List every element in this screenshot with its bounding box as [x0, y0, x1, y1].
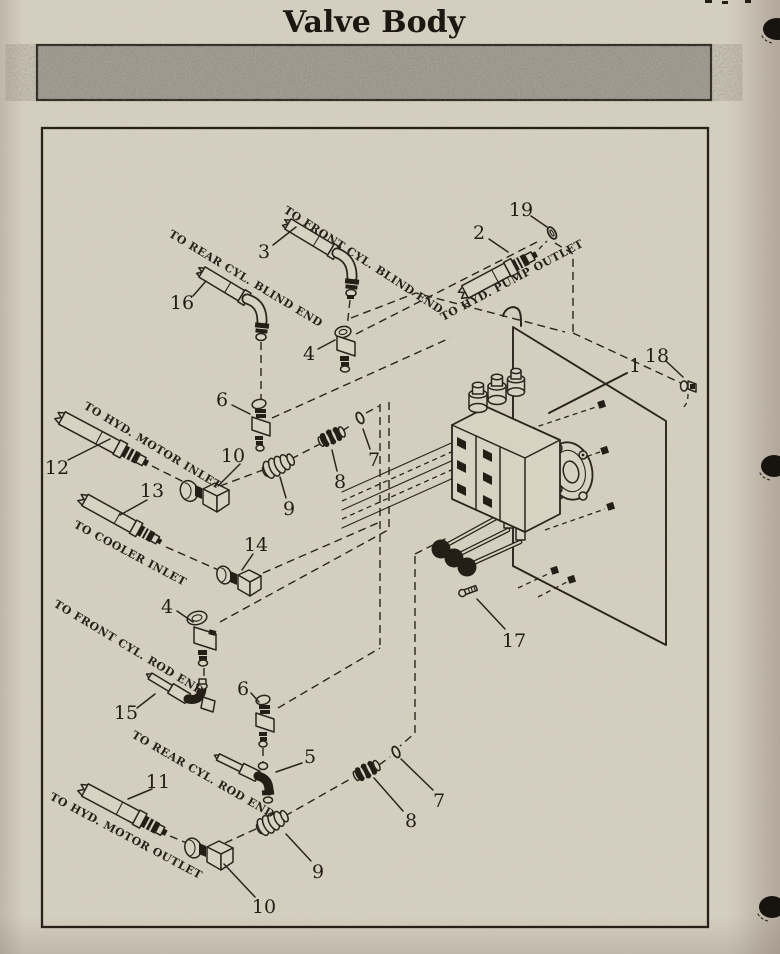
callout-6-low: 6 — [237, 678, 249, 700]
hose-hyd-pump-outlet — [457, 251, 538, 300]
page-edge-mark — [705, 0, 712, 3]
page-edge-mark — [745, 0, 751, 3]
callout-10-low: 10 — [252, 896, 276, 918]
bolt-17 — [458, 584, 479, 598]
callout-6-mid: 6 — [216, 389, 228, 411]
hose-front-cyl-rod — [145, 672, 216, 713]
callout-9-mid: 9 — [283, 498, 295, 520]
callout-11: 11 — [146, 771, 170, 793]
callout-3: 3 — [258, 241, 270, 263]
hose-rear-cyl-rod — [213, 753, 275, 804]
hose-hyd-motor-outlet — [77, 783, 168, 837]
diagram-frame — [40, 126, 710, 929]
page-edge-mark — [722, 1, 728, 4]
elbow-fitting-6-low — [255, 694, 275, 748]
hose-rear-cyl-blind — [195, 266, 270, 342]
callout-7-mid: 7 — [368, 449, 380, 471]
binder-hole — [757, 896, 780, 922]
o-ring-7-low — [391, 745, 401, 759]
callout-17: 17 — [502, 630, 526, 652]
redacted-heading-band — [35, 43, 713, 102]
page-curl-shadow — [738, 0, 780, 954]
page-title: Valve Body — [282, 5, 467, 40]
callout-1: 1 — [629, 355, 641, 377]
callout-8-mid: 8 — [334, 471, 346, 493]
header: Valve Body — [35, 0, 751, 102]
callout-15: 15 — [114, 702, 138, 724]
callout-9-low: 9 — [312, 861, 324, 883]
fitting-18 — [679, 380, 697, 393]
callout-13: 13 — [140, 480, 164, 502]
o-ring-19 — [546, 226, 558, 240]
elbow-fitting-10-mid — [179, 479, 230, 513]
valve-caps — [468, 367, 526, 414]
hose-cooler-inlet — [77, 493, 163, 545]
alignment-lines — [151, 239, 689, 847]
panel-bolt — [550, 399, 616, 584]
callout-2: 2 — [473, 222, 485, 244]
elbow-fitting-4-top — [334, 325, 356, 373]
callout-4-left: 4 — [161, 596, 173, 618]
callout-4-top: 4 — [303, 343, 315, 365]
binder-hole — [761, 18, 780, 44]
callout-19: 19 — [509, 199, 533, 221]
coupling-8-low — [352, 759, 381, 782]
hose-front-cyl-blind — [281, 218, 360, 299]
valve-body — [431, 367, 594, 598]
o-ring-7-mid — [355, 411, 365, 425]
callout-16: 16 — [170, 292, 194, 314]
binder-hole — [759, 455, 780, 481]
elbow-fitting-14 — [216, 565, 262, 597]
callout-18: 18 — [645, 345, 669, 367]
lever-ball — [457, 557, 477, 577]
callout-7-low: 7 — [433, 790, 445, 812]
elbow-fitting-4-left — [186, 610, 217, 667]
callout-numbers: 1 2 3 4 4 5 6 6 7 7 8 8 9 9 10 10 11 12 … — [45, 199, 669, 918]
hose-hyd-motor-inlet — [54, 411, 150, 467]
callout-8-low: 8 — [405, 810, 417, 832]
coupling-9-mid — [261, 453, 296, 479]
callout-10-mid: 10 — [221, 445, 245, 467]
elbow-fitting-10-low — [184, 837, 234, 871]
valve-ports — [457, 437, 492, 508]
callout-leaders — [67, 215, 684, 898]
callout-5: 5 — [304, 746, 316, 768]
binder-holes — [757, 18, 780, 922]
callout-14: 14 — [244, 534, 268, 556]
callout-12: 12 — [45, 457, 69, 479]
elbow-fitting-6-mid — [251, 398, 271, 452]
coupling-8-mid — [317, 426, 346, 448]
coupling-9-low — [255, 809, 289, 837]
